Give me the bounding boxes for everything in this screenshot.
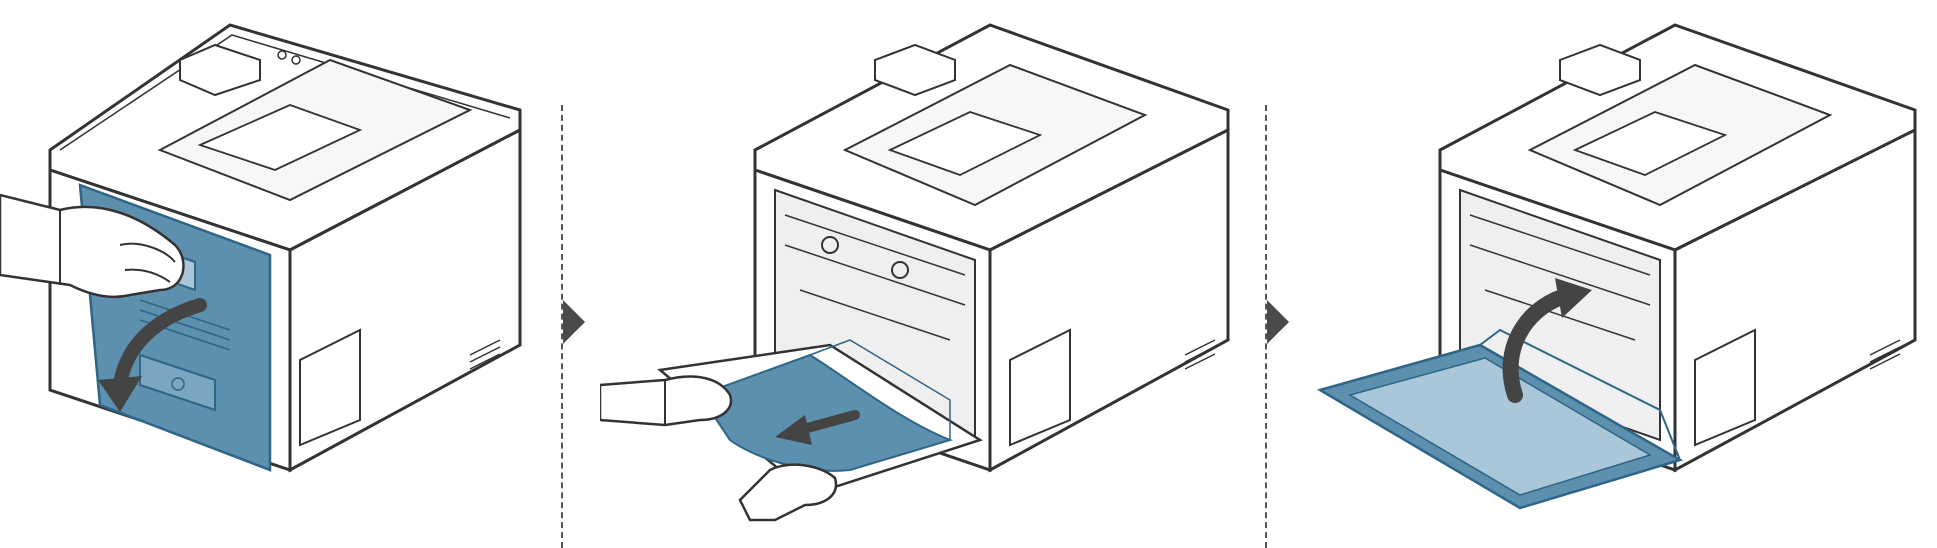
- curved-arrow-icon: [1502, 278, 1592, 403]
- step-3-close-rear-cover: [1300, 0, 1937, 548]
- step-1-open-side-cover: [0, 0, 560, 548]
- step-arrow-icon: [563, 300, 585, 344]
- curved-arrow-icon: [98, 298, 207, 412]
- hand-icon: [0, 193, 185, 299]
- printer-icon: [1316, 23, 1917, 510]
- step-divider: [1265, 105, 1267, 548]
- step-divider: [561, 105, 563, 548]
- step-arrow-icon: [1267, 300, 1289, 344]
- step-2-pull-jammed-paper: [600, 0, 1260, 548]
- hand-icon: [600, 375, 838, 522]
- straight-arrow-icon: [775, 410, 860, 445]
